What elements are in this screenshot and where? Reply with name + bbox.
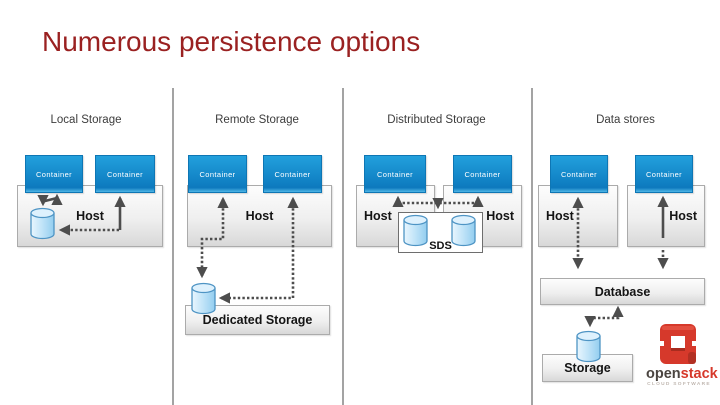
container-label: Container	[560, 169, 598, 179]
column-divider	[342, 88, 344, 405]
host-label: Host	[76, 209, 104, 223]
column-header-remote-storage: Remote Storage	[215, 114, 299, 126]
host-label: Host	[669, 209, 697, 223]
openstack-wordmark: openstack	[646, 366, 718, 382]
arrow-database-to-storage	[584, 305, 624, 328]
openstack-tagline: CLOUD SOFTWARE	[647, 382, 711, 387]
database-label: Database	[594, 284, 651, 299]
slide-title: Numerous persistence options	[42, 26, 421, 57]
column-header-distributed-storage: Distributed Storage	[387, 114, 486, 126]
host-box: Host	[627, 185, 705, 247]
container-label: Container	[106, 169, 144, 179]
column-header-data-stores: Data stores	[596, 114, 655, 126]
column-header-local-storage: Local Storage	[50, 114, 122, 126]
container-box: Container	[188, 155, 247, 193]
host-label: Host	[546, 209, 574, 223]
host-label: Host	[245, 209, 274, 223]
openstack-word-stack: stack	[680, 366, 718, 382]
dedicated-storage-label: Dedicated Storage	[202, 313, 313, 327]
container-box: Container	[453, 155, 512, 193]
sds-box: SDS	[398, 212, 483, 253]
openstack-logo-icon	[658, 324, 698, 364]
container-box: Container	[364, 155, 426, 193]
storage-box: Storage	[542, 354, 633, 382]
storage-label: Storage	[564, 361, 611, 375]
container-label: Container	[645, 169, 683, 179]
container-box: Container	[635, 155, 693, 193]
sds-label: SDS	[429, 240, 452, 252]
host-box: Host	[17, 185, 163, 247]
container-box: Container	[95, 155, 155, 193]
database-box: Database	[540, 278, 705, 305]
column-divider	[172, 88, 174, 405]
host-label: Host	[364, 209, 392, 223]
container-label: Container	[376, 169, 414, 179]
openstack-word-open: open	[646, 366, 681, 382]
container-label: Container	[35, 169, 73, 179]
host-box: Host	[187, 185, 332, 247]
host-label: Host	[486, 209, 514, 223]
container-box: Container	[550, 155, 608, 193]
dedicated-storage-box: Dedicated Storage	[185, 305, 330, 335]
host-box: Host	[538, 185, 618, 247]
container-box: Container	[263, 155, 322, 193]
container-box: Container	[25, 155, 83, 193]
container-label: Container	[199, 169, 236, 179]
container-label: Container	[464, 169, 501, 179]
column-divider	[531, 88, 533, 405]
container-label: Container	[274, 169, 311, 179]
